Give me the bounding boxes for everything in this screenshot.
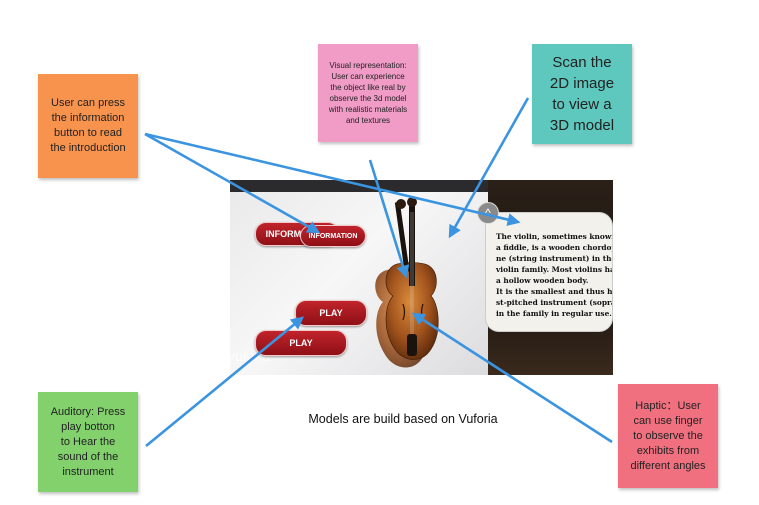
callout-line: a fiddle, is a wooden chordopho bbox=[496, 243, 612, 252]
introduction-callout: The violin, sometimes known as a fiddle,… bbox=[485, 212, 613, 332]
note-auditory-text: Auditory: Press play botton to Hear the … bbox=[50, 405, 126, 478]
play-button-back[interactable]: PLAY bbox=[255, 330, 347, 356]
app-screenshot: vuforia INFORMATION INFORMATION PLAY PLA… bbox=[230, 180, 613, 375]
ar-phone-screen: vuforia INFORMATION INFORMATION PLAY PLA… bbox=[230, 180, 488, 375]
callout-line: It is the smallest and thus hig bbox=[496, 287, 613, 296]
violin-3d-model[interactable] bbox=[365, 192, 445, 375]
note-auditory: Auditory: Press play botton to Hear the … bbox=[38, 392, 138, 492]
note-haptic-text: Haptic：User can use finger to observe th… bbox=[630, 399, 706, 472]
note-visual-text: Visual representation: User can experien… bbox=[328, 61, 408, 125]
callout-line: a hollow wooden body. bbox=[496, 276, 589, 285]
note-scan-text: Scan the 2D image to view a 3D model bbox=[549, 54, 615, 134]
note-haptic: Haptic：User can use finger to observe th… bbox=[618, 384, 718, 488]
callout-line: ne (string instrument) in the bbox=[496, 254, 613, 263]
callout-line: violin family. Most violins hav bbox=[496, 265, 613, 274]
caption: Models are build based on Vuforia bbox=[308, 412, 498, 426]
phone-status-bar bbox=[230, 180, 488, 192]
note-information: User can press the information button to… bbox=[38, 74, 138, 178]
callout-line: in the family in regular use. bbox=[496, 309, 612, 318]
note-scan: Scan the 2D image to view a 3D model bbox=[532, 44, 632, 144]
information-button[interactable]: INFORMATION bbox=[300, 225, 366, 247]
note-visual-representation: Visual representation: User can experien… bbox=[318, 44, 418, 142]
collapse-chevron-icon[interactable]: ^ bbox=[477, 202, 499, 224]
play-button[interactable]: PLAY bbox=[295, 300, 367, 326]
callout-line: st-pitched instrument (soprano bbox=[496, 298, 613, 307]
note-information-text: User can press the information button to… bbox=[50, 97, 126, 154]
callout-line: The violin, sometimes known as bbox=[496, 232, 612, 241]
